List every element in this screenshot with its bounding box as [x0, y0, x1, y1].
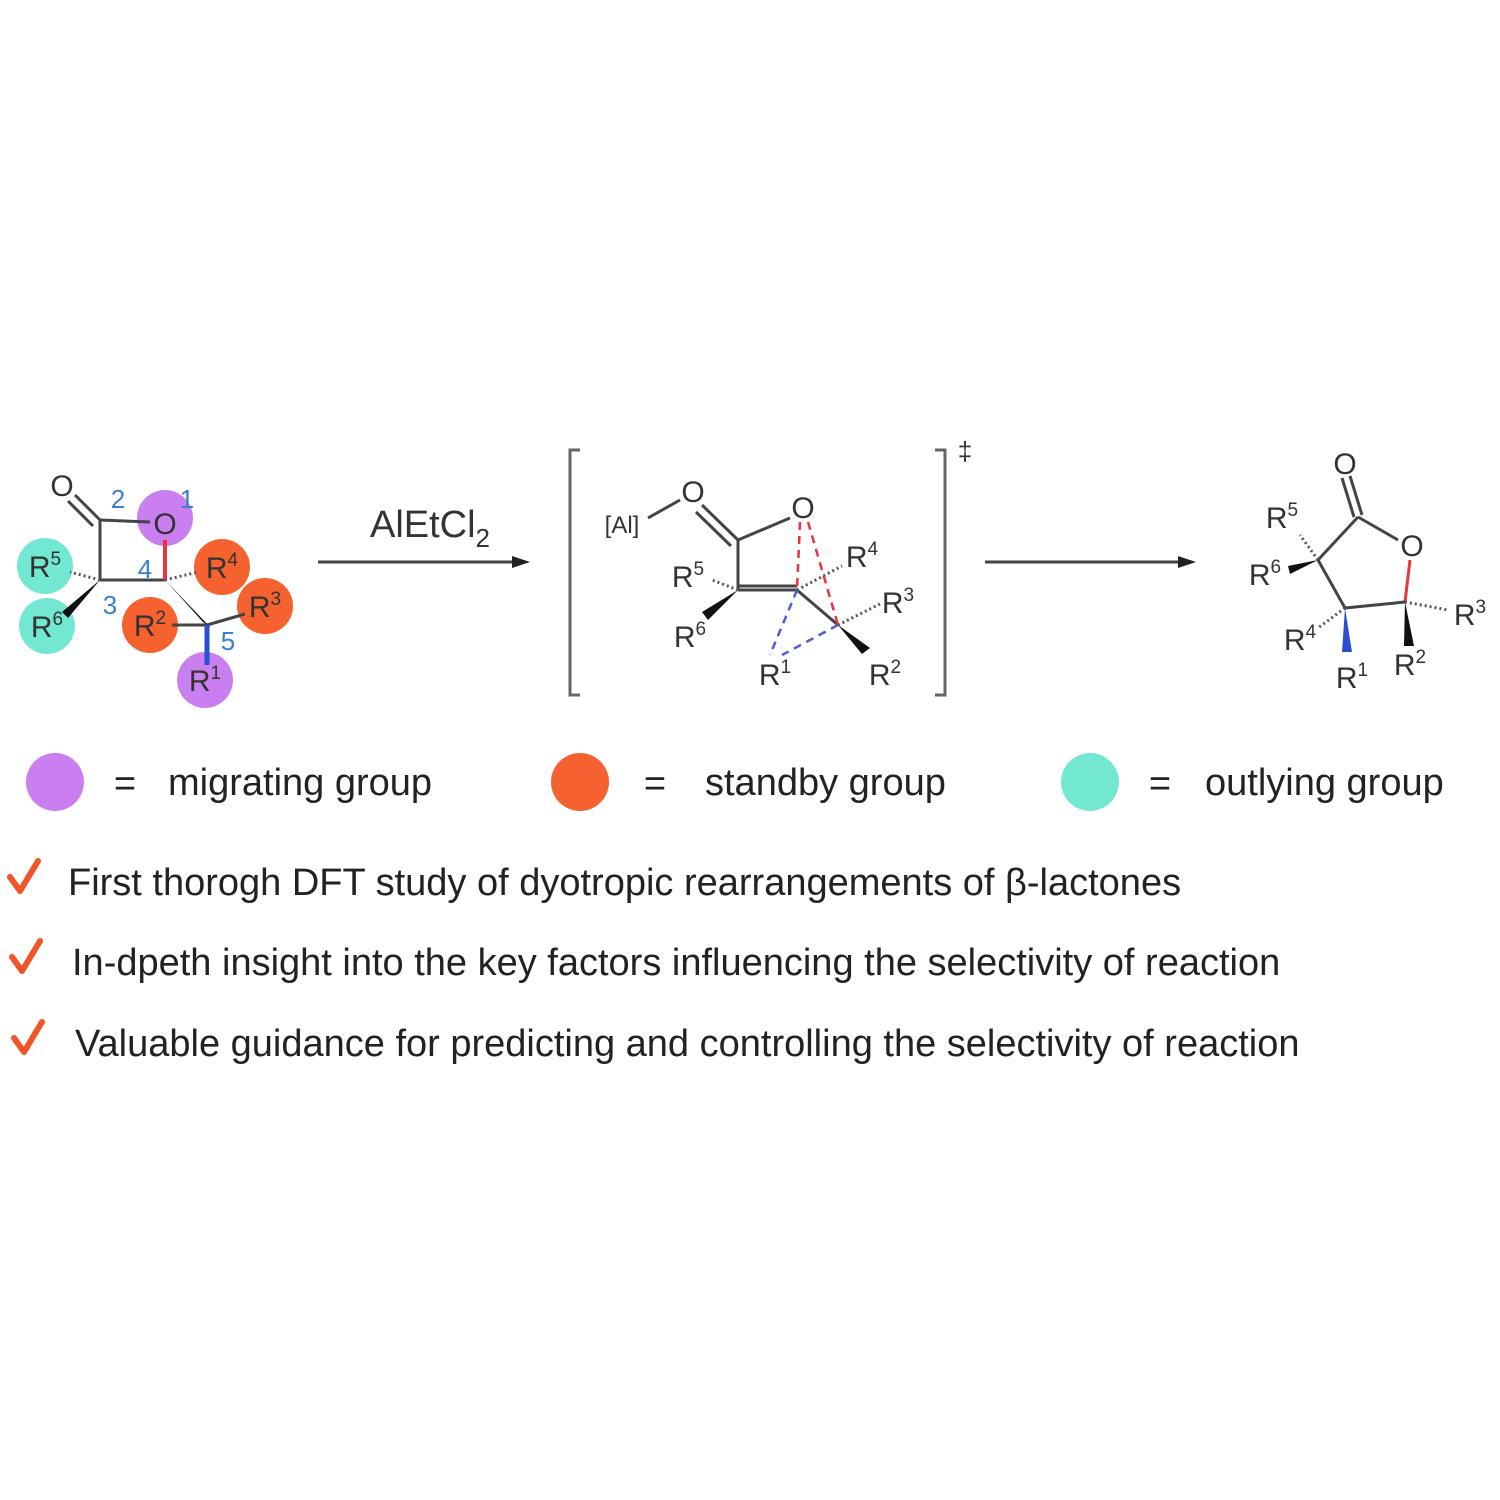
ts-r2-label: R2 — [869, 657, 901, 692]
r4-standby-circle — [194, 539, 250, 595]
atom-number-1: 1 — [180, 484, 194, 514]
ring-oxygen-migrating-circle — [137, 490, 193, 546]
left-bracket — [568, 448, 580, 697]
product-r2-label: R2 — [1394, 647, 1426, 682]
outlying-circle-swatch — [1061, 753, 1119, 811]
reactant-r2-label: R2 — [134, 608, 166, 643]
highlights-list: First thorogh DFT study of dyotropic rea… — [7, 858, 1299, 1065]
migrating-bond-blue — [768, 589, 799, 656]
al-label: [Al] — [605, 512, 640, 539]
reaction-arrow-reagent: AlEtCl2 — [318, 504, 530, 568]
legend-label: outlying group — [1205, 762, 1444, 804]
highlight-item: In-dpeth insight into the key factors in… — [9, 938, 1280, 984]
product-r6-label: R6 — [1249, 557, 1281, 592]
reactant-r1-label: R1 — [189, 663, 221, 698]
r1-migrating-circle — [177, 652, 233, 708]
migrating-bond-blue — [781, 623, 839, 657]
legend-item-standby: = standby group — [551, 753, 946, 811]
ring-oxygen: O — [153, 508, 176, 541]
legend-item-migrating: = migrating group — [26, 753, 432, 811]
ts-double-dagger: ‡ — [958, 436, 972, 466]
highlight-item: First thorogh DFT study of dyotropic rea… — [7, 858, 1181, 904]
atom-number-2: 2 — [111, 484, 125, 514]
r2-standby-circle — [122, 597, 178, 653]
reactant-r5-label: R5 — [29, 549, 61, 584]
legend: = migrating group = standby group = outlying … — [26, 753, 1444, 811]
checkmark-icon — [9, 938, 43, 974]
product-ring-oxygen: O — [1400, 530, 1423, 563]
legend-label: migrating group — [168, 762, 432, 804]
product-r1-label: R1 — [1336, 660, 1368, 695]
standby-circle-swatch — [551, 753, 609, 811]
checkmark-icon — [7, 858, 41, 894]
highlight-item: Valuable guidance for predicting and con… — [11, 1019, 1299, 1065]
reactant-r3-label: R3 — [249, 589, 281, 624]
ts-r4-label: R4 — [846, 539, 879, 574]
equals-sign: = — [1149, 763, 1171, 805]
ts-ring-oxygen: O — [791, 492, 814, 525]
ts-r5-label: R5 — [672, 559, 704, 594]
wedge-bond — [62, 580, 100, 618]
ts-r1-label: R1 — [759, 657, 791, 692]
highlight-text: In-dpeth insight into the key factors in… — [72, 942, 1280, 984]
reactant-r4-label: R4 — [206, 550, 239, 585]
checkmark-icon — [11, 1019, 45, 1055]
equals-sign: = — [114, 763, 136, 805]
product-carbonyl-oxygen: O — [1333, 448, 1356, 481]
ts-r3-label: R3 — [882, 585, 914, 620]
r6-outlying-circle — [19, 598, 75, 654]
atom-number-3: 3 — [103, 590, 117, 620]
reaction-arrow — [985, 556, 1196, 568]
equals-sign: = — [644, 763, 666, 805]
reactant-r6-label: R6 — [31, 609, 63, 644]
forming-bond-red — [795, 521, 802, 591]
wedge-bond — [165, 580, 211, 628]
right-bracket — [935, 448, 947, 697]
product-r5-label: R5 — [1266, 500, 1298, 535]
r5-outlying-circle — [17, 538, 73, 594]
migrating-circle-swatch — [26, 753, 84, 811]
atom-number-5: 5 — [221, 626, 235, 656]
breaking-bond-red — [806, 521, 840, 626]
product-r3-label: R3 — [1454, 597, 1486, 632]
r3-standby-circle — [237, 578, 293, 634]
carbonyl-oxygen: O — [50, 470, 73, 503]
ts-r6-label: R6 — [674, 619, 706, 654]
legend-item-outlying: = outlying group — [1061, 753, 1444, 811]
legend-label: standby group — [705, 762, 946, 804]
highlight-text: Valuable guidance for predicting and con… — [75, 1023, 1299, 1065]
reagent-label: AlEtCl2 — [370, 504, 490, 553]
highlight-text: First thorogh DFT study of dyotropic rea… — [68, 862, 1181, 904]
ts-carbonyl-oxygen: O — [681, 476, 704, 509]
atom-number-4: 4 — [138, 554, 152, 584]
product-r4-label: R4 — [1284, 622, 1317, 657]
new-bond-red — [1403, 559, 1412, 603]
